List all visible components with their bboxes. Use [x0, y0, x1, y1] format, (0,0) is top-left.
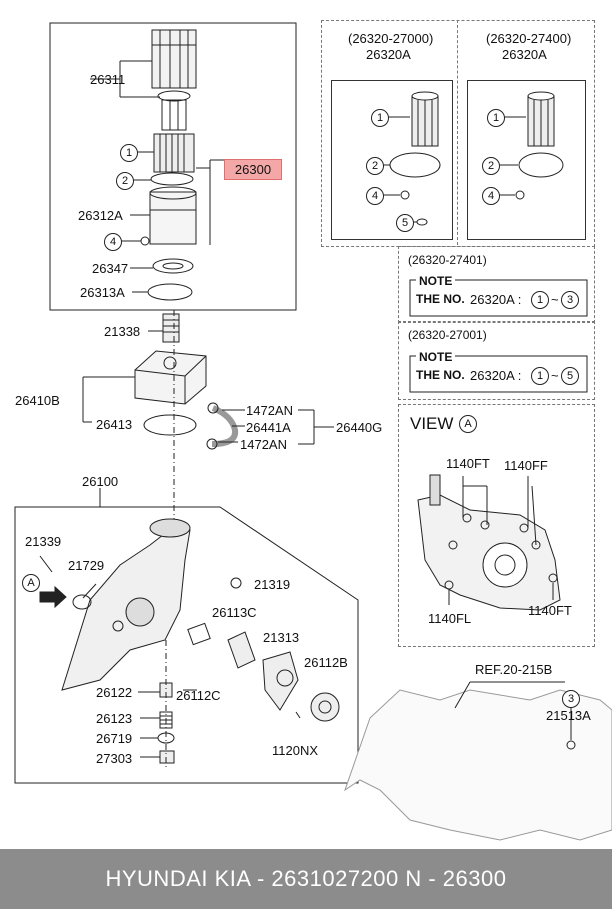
kit-right-circle-2: 2 — [482, 157, 500, 175]
kit-right-circle-4: 4 — [482, 187, 500, 205]
kit-left-circle-5: 5 — [396, 214, 414, 232]
note2-title: NOTE — [416, 350, 456, 364]
view-label-1140ff: 1140FF — [504, 458, 548, 473]
note1-title: NOTE — [416, 274, 456, 288]
part-21729: 21729 — [68, 558, 105, 573]
note1-code: (26320-27401) — [408, 253, 487, 267]
kit-left-circle-2: 2 — [366, 157, 384, 175]
part-26410b: 26410B — [15, 393, 60, 408]
note2-from-circle: 1 — [531, 367, 549, 385]
part-26441a: 26441A — [246, 420, 291, 435]
note1-tilde: ~ — [551, 292, 559, 307]
part-26347: 26347 — [92, 261, 129, 276]
kit-left-circle-4: 4 — [366, 187, 384, 205]
kit-left-frame — [331, 80, 453, 240]
note2-text: THE NO. — [416, 368, 465, 382]
part-26719: 26719 — [96, 731, 133, 746]
note1-part: 26320A : — [470, 292, 522, 307]
filter-element-shape — [153, 133, 195, 173]
note2-part: 26320A : — [470, 368, 522, 383]
view-a-frame — [398, 404, 595, 647]
part-21313: 21313 — [263, 630, 300, 645]
part-26440g: 26440G — [336, 420, 383, 435]
part-21319: 21319 — [254, 577, 291, 592]
filter-cap-shape — [151, 29, 197, 89]
kit-right-part: 26320A — [502, 47, 547, 62]
part-26413: 26413 — [96, 417, 133, 432]
part-26123: 26123 — [96, 711, 133, 726]
kit-left-part: 26320A — [366, 47, 411, 62]
part-1120nx: 1120NX — [272, 743, 319, 758]
note1-from-circle: 1 — [531, 291, 549, 309]
part-26113c: 26113C — [212, 605, 257, 620]
note1-text: THE NO. — [416, 292, 465, 306]
part-21339: 21339 — [25, 534, 62, 549]
note2-to-circle: 5 — [561, 367, 579, 385]
footer-bar: HYUNDAI KIA - 2631027200 N - 26300 — [0, 849, 612, 909]
part-1472an-bottom: 1472AN — [240, 437, 287, 452]
view-circle-a: A — [459, 415, 477, 433]
part-26100: 26100 — [82, 474, 119, 489]
part-26300-highlight: 26300 — [224, 159, 282, 180]
circle-2: 2 — [116, 172, 134, 190]
circle-4: 4 — [104, 233, 122, 251]
part-26312a: 26312A — [78, 208, 123, 223]
note2-tilde: ~ — [551, 368, 559, 383]
note2-code: (26320-27001) — [408, 328, 487, 342]
part-21338: 21338 — [104, 324, 141, 339]
kit-left-code: (26320-27000) — [348, 31, 434, 46]
view-label-1140ft-bottom: 1140FT — [528, 603, 572, 618]
circle-1: 1 — [120, 144, 138, 162]
kit-right-circle-1: 1 — [487, 109, 505, 127]
note2-frame — [398, 321, 595, 400]
ref-circle-3: 3 — [562, 690, 580, 708]
part-26122: 26122 — [96, 685, 133, 700]
note1-to-circle: 3 — [561, 291, 579, 309]
view-title: VIEW — [410, 414, 454, 433]
part-1472an-top: 1472AN — [246, 403, 293, 418]
note1-frame — [398, 246, 595, 323]
kit-left-circle-1: 1 — [371, 109, 389, 127]
kit-right-code: (26320-27400) — [486, 31, 572, 46]
filter-assembly-frame — [49, 22, 297, 311]
part-21513a: 21513A — [546, 708, 591, 723]
filter-housing-shape — [149, 191, 197, 245]
part-26112b: 26112B — [304, 655, 348, 670]
kit-right-frame — [467, 80, 586, 240]
part-26313a: 26313A — [80, 285, 125, 300]
view-label-1140ft-top: 1140FT — [446, 456, 490, 471]
kit-divider — [457, 20, 458, 245]
pump-frame — [14, 506, 359, 784]
part-27303: 27303 — [96, 751, 133, 766]
ref-label: REF.20-215B — [475, 662, 553, 677]
part-26112c: 26112C — [176, 688, 221, 703]
callout-a: A — [22, 574, 40, 592]
part-26311: 26311 — [90, 72, 126, 87]
view-label-1140fl: 1140FL — [428, 611, 472, 626]
